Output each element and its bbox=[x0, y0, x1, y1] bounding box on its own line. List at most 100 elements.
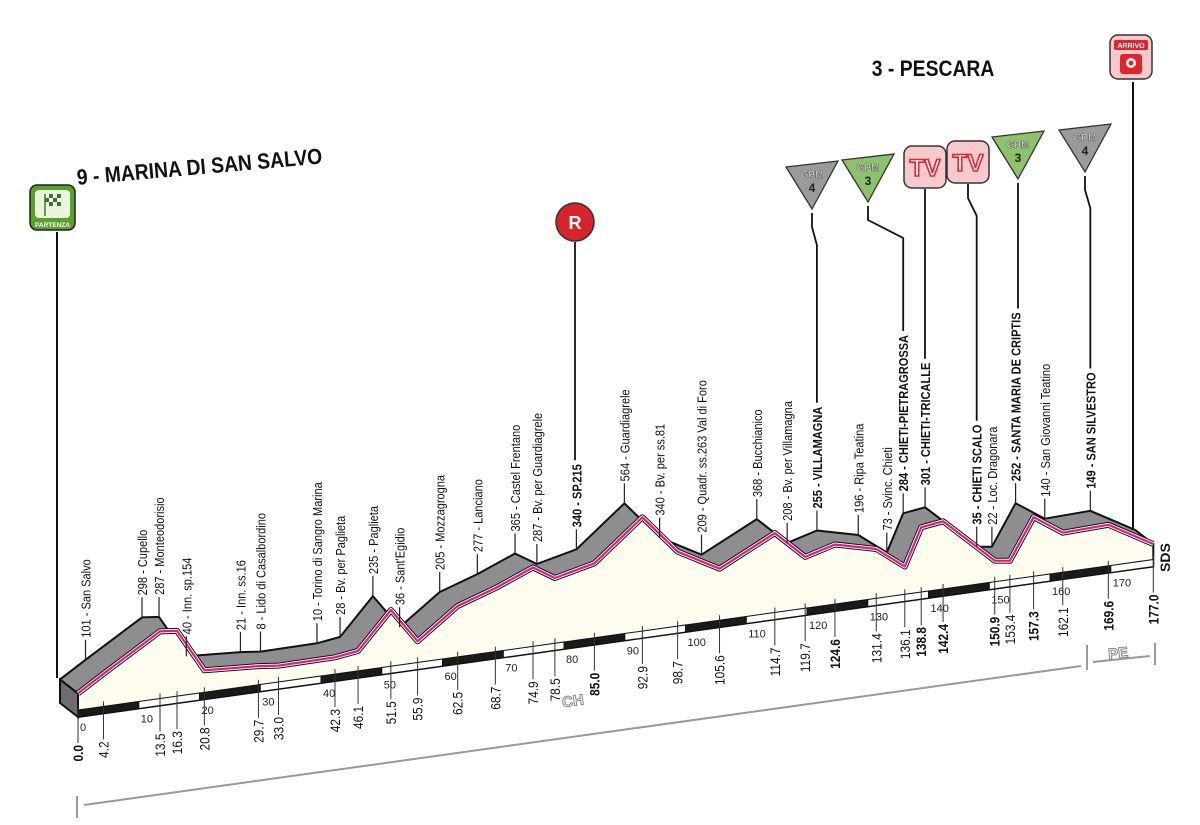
route-line bbox=[77, 516, 1154, 695]
km-label: 55.9 bbox=[410, 697, 426, 720]
x-tick-label: 120 bbox=[809, 620, 827, 632]
waypoint-label: 196 - Ripa Teatina bbox=[851, 423, 866, 513]
checkered-flag-icon bbox=[44, 194, 61, 216]
waypoint-label: 235 - Paglieta bbox=[366, 506, 381, 574]
waypoint-label: 35 - CHIETI SCALO bbox=[970, 425, 985, 525]
finish-title: 3 - PESCARA bbox=[872, 57, 995, 81]
marker-leader-line bbox=[967, 184, 978, 421]
finish-badge: ARRIVO bbox=[1109, 34, 1153, 80]
km-label: 92.9 bbox=[634, 666, 650, 689]
waypoint-label: 287 - Monteodorisio bbox=[152, 497, 167, 595]
km-label: 78.5 bbox=[547, 678, 563, 701]
km-label: 157.3 bbox=[1026, 611, 1042, 641]
km-label: 138.8 bbox=[913, 627, 929, 657]
km-label: 142.4 bbox=[935, 623, 951, 653]
start-title: 9 - MARINA DI SAN SALVO bbox=[76, 144, 323, 190]
gpm-category: 4 bbox=[1082, 144, 1089, 158]
x-tick-label: 90 bbox=[627, 646, 639, 658]
waypoint-label: 298 - Cupello bbox=[135, 529, 150, 595]
waypoint-label: 8 - Lido di Casalbordino bbox=[254, 513, 269, 630]
waypoint-label: 287 - Bv. per Guardiagrele bbox=[530, 413, 545, 542]
waypoint-label: 564 - Guardiagrele bbox=[618, 389, 633, 481]
x-tick-label: 170 bbox=[1113, 578, 1131, 590]
km-label: 124.6 bbox=[827, 639, 843, 669]
km-label: 29.7 bbox=[250, 720, 266, 743]
km-label: 98.7 bbox=[670, 661, 686, 684]
waypoint-label: 40 - Inn. sp.154 bbox=[180, 557, 195, 634]
waypoint-label: 22 - Loc. Dragonara bbox=[985, 426, 1000, 524]
km-label: 0.0 bbox=[70, 745, 86, 762]
waypoint-label: 208 - Bv. per Villamagna bbox=[780, 401, 795, 521]
km-label: 169.6 bbox=[1100, 601, 1116, 631]
km-label: 51.5 bbox=[383, 701, 399, 724]
marker-r: R bbox=[555, 202, 595, 461]
tv-icon bbox=[946, 140, 990, 184]
x-tick-label: 60 bbox=[445, 671, 457, 683]
x-tick-label: 80 bbox=[566, 654, 578, 666]
waypoint-label: 36 - Sant'Egidio bbox=[393, 527, 408, 605]
waypoint-label: 284 - CHIETI-PIETRAGROSSA bbox=[896, 335, 911, 492]
x-tick-label: 30 bbox=[262, 697, 274, 709]
marker-label: R bbox=[569, 213, 582, 233]
gpm-category: 3 bbox=[865, 174, 872, 188]
gpm-climb-icon bbox=[1057, 123, 1113, 174]
km-label: 42.3 bbox=[327, 709, 343, 732]
region-brackets: CH PE bbox=[76, 643, 1156, 818]
marker-leader-line bbox=[867, 206, 905, 331]
waypoint-label: 28 - Bv. per Paglieta bbox=[333, 515, 348, 614]
km-label: 114.7 bbox=[767, 648, 783, 677]
refreshment-icon bbox=[555, 202, 595, 242]
x-tick-label: 20 bbox=[202, 705, 214, 717]
waypoint-label: 368 - Bucchianico bbox=[750, 409, 765, 497]
x-tick-label: 40 bbox=[323, 688, 335, 700]
km-label: 16.3 bbox=[169, 731, 185, 754]
waypoint-label: 340 - Bv. per ss.81 bbox=[653, 424, 668, 516]
marker-tv: TV bbox=[903, 145, 947, 359]
marker-label: GPM bbox=[801, 170, 824, 181]
x-tick-label: 70 bbox=[505, 663, 517, 675]
marker-label: TV bbox=[953, 150, 984, 177]
km-label: 33.0 bbox=[271, 717, 287, 740]
km-label: 46.1 bbox=[350, 706, 366, 729]
km-label: 119.7 bbox=[797, 643, 813, 672]
km-label: 150.9 bbox=[987, 617, 1003, 647]
waypoint-label: 149 - SAN SILVESTRO bbox=[1083, 372, 1098, 488]
road-label-sds: SDS bbox=[1157, 543, 1173, 572]
x-tick-label: 130 bbox=[870, 612, 888, 624]
marker-label: GPM bbox=[857, 163, 880, 174]
elevation-profile: 0102030405060708090100110120130140150160… bbox=[59, 502, 1155, 734]
region-label-pe: PE bbox=[1107, 644, 1129, 663]
km-label: 62.5 bbox=[450, 692, 466, 715]
waypoint-label: 365 - Castel Frentano bbox=[508, 424, 523, 531]
x-tick-label: 0 bbox=[80, 722, 86, 734]
finish-line-icon bbox=[1120, 54, 1142, 74]
finish-badge-label: ARRIVO bbox=[1117, 43, 1145, 50]
km-label: 177.0 bbox=[1145, 595, 1161, 625]
marker-leader-line bbox=[1084, 176, 1092, 369]
region-label-ch: CH bbox=[561, 691, 585, 711]
waypoint-label: 252 - SANTA MARIA DE CRIPTIS bbox=[1009, 312, 1024, 481]
marker-label: TV bbox=[910, 155, 941, 182]
gpm-climb-icon bbox=[784, 160, 840, 211]
km-label: 85.0 bbox=[586, 673, 602, 696]
gpm-category: 3 bbox=[1015, 151, 1022, 165]
x-tick-label: 100 bbox=[688, 637, 706, 649]
km-label: 162.1 bbox=[1055, 607, 1071, 637]
gpm-climb-icon bbox=[990, 130, 1046, 181]
waypoint-label: 277 - Lanciano bbox=[470, 479, 485, 552]
marker-leader-line bbox=[811, 213, 818, 403]
gpm-climb-icon bbox=[840, 153, 896, 204]
km-label: 4.2 bbox=[96, 741, 112, 758]
x-tick-label: 110 bbox=[748, 629, 766, 641]
km-label: 20.8 bbox=[196, 727, 212, 750]
x-tick-label: 140 bbox=[931, 603, 949, 615]
km-label: 13.5 bbox=[152, 734, 168, 757]
waypoint-label: 205 - Mozzagrogna bbox=[433, 475, 448, 570]
waypoint-label: 340 - SP.215 bbox=[570, 464, 585, 527]
